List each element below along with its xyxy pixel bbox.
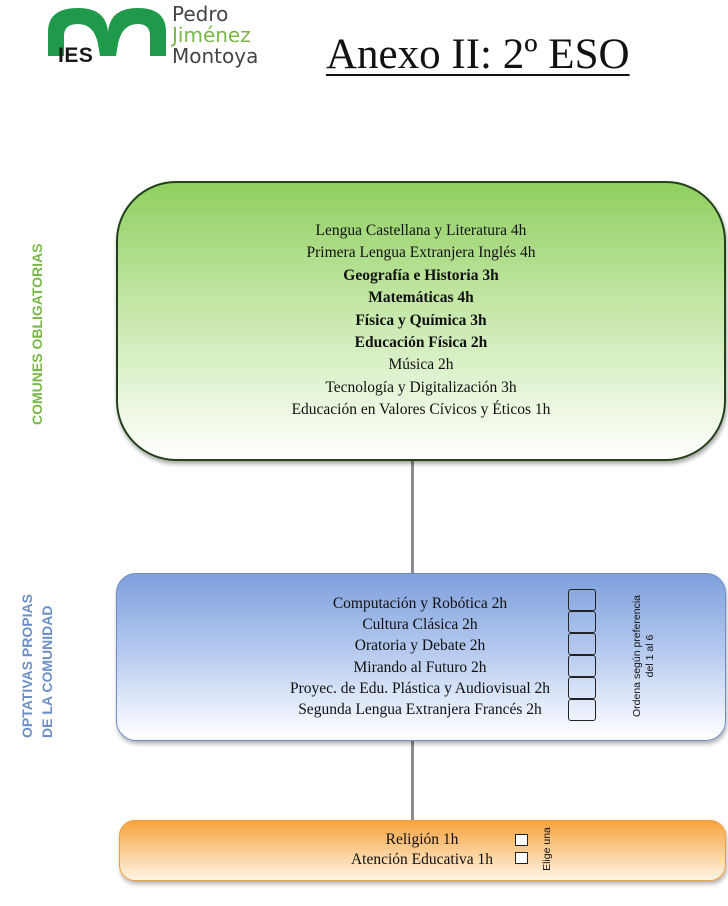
religion-option: Religión 1h [385,831,459,848]
preference-instruction: Ordena según preferencia del 1 al 6 [631,585,657,727]
optional-label-line2: DE LA COMUNIDAD [39,605,55,738]
religion-options-list: Religión 1h Atención Educativa 1h [300,830,544,870]
optional-subject-item: Proyec. de Edu. Plástica y Audiovisual 2… [289,679,551,697]
preference-boxes [568,589,596,721]
school-logo: IES Pedro Jiménez Montoya [46,4,270,74]
logo-name-line1: Pedro [172,2,229,26]
common-section-label: COMUNES OBLIGATORIAS [29,243,45,426]
connector-line [411,461,414,573]
subject-item: Educación en Valores Cívicos y Éticos 1h [291,401,551,419]
preference-instruction-line2: del 1 al 6 [644,634,656,678]
subject-item: Física y Química 3h [355,311,487,329]
subject-item: Lengua Castellana y Literatura 4h [315,222,527,239]
optional-subject-item: Computación y Robótica 2h [332,595,508,612]
logo-school-name: Pedro Jiménez Montoya [172,4,258,67]
subject-item: Geografía e Historia 3h [343,266,499,284]
optional-section-label: OPTATIVAS PROPIAS DE LA COMUNIDAD [17,594,57,738]
logo-abbreviation: IES [58,44,94,67]
logo-arches-icon [48,8,166,56]
optional-subject-item: Mirando al Futuro 2h [353,658,487,676]
subject-item: Tecnología y Digitalización 3h [325,378,517,396]
connector-line [411,741,414,820]
preference-box-oratoria[interactable] [568,633,596,655]
subject-item: Matemáticas 4h [368,289,474,307]
preference-box-cultura-clasica[interactable] [568,611,596,633]
subject-item: Primera Lengua Extranjera Inglés 4h [306,244,536,262]
religion-checkbox[interactable] [515,834,528,846]
common-subjects-list: Lengua Castellana y Literatura 4h Primer… [116,220,726,422]
preference-box-mirando-futuro[interactable] [568,655,596,677]
preference-box-frances[interactable] [568,699,596,721]
optional-subjects-list: Computación y Robótica 2h Cultura Clásic… [270,593,570,720]
subject-item: Música 2h [388,356,454,374]
logo-name-line2: Jiménez [172,23,251,47]
optional-subject-item: Cultura Clásica 2h [362,616,478,634]
religion-box [119,820,726,881]
optional-subject-item: Segunda Lengua Extranjera Francés 2h [298,701,542,719]
logo-name-line3: Montoya [172,44,259,68]
religion-option: Atención Educativa 1h [350,851,494,868]
optional-label-line1: OPTATIVAS PROPIAS [19,594,35,738]
preference-box-computacion[interactable] [568,589,596,611]
preference-box-plastica[interactable] [568,677,596,699]
subject-item: Educación Física 2h [354,334,488,352]
common-subjects-box [116,181,726,461]
page-title: Anexo II: 2º ESO [326,31,630,78]
atencion-educativa-checkbox[interactable] [515,852,528,864]
preference-instruction-line1: Ordena según preferencia [631,595,643,717]
optional-subjects-box [116,573,726,741]
choose-one-instruction: Elige una [541,827,553,871]
optional-subject-item: Oratoria y Debate 2h [354,637,486,655]
